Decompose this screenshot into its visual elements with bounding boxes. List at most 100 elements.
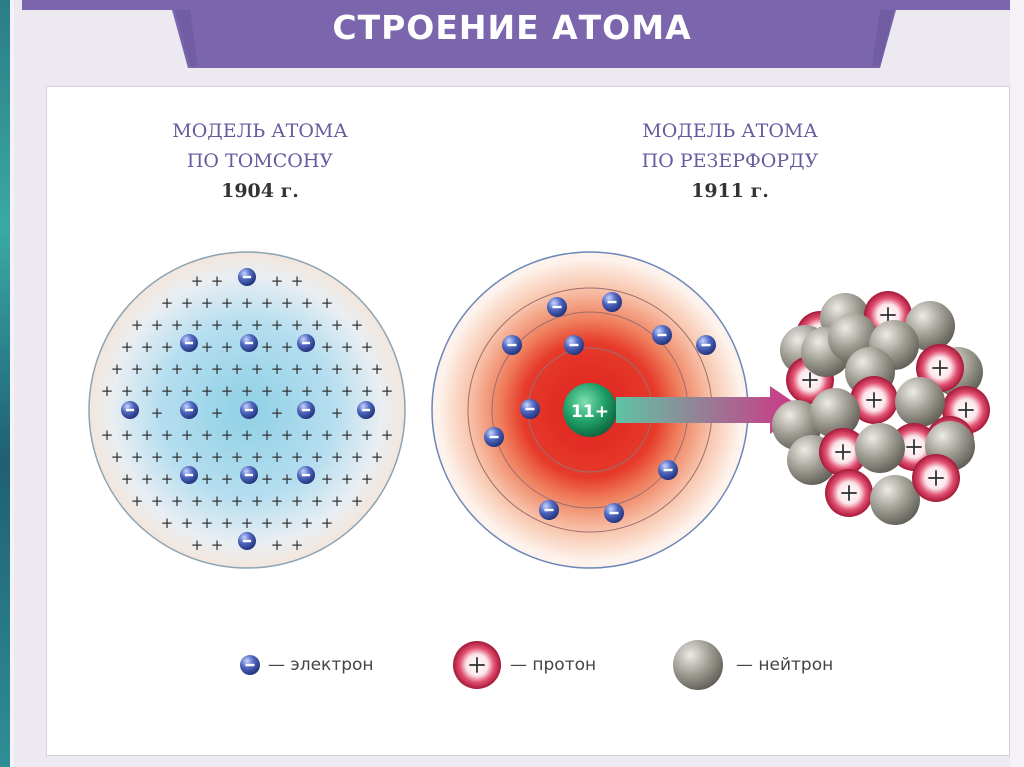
plus-charge: + [351,360,364,378]
plus-charge: + [291,492,304,510]
plus-charge: + [181,382,194,400]
plus-charge: + [351,492,364,510]
plus-charge: + [361,470,374,488]
electron [484,427,504,447]
plus-charge: + [201,294,214,312]
plus-charge: + [281,514,294,532]
enlarged-nucleus [772,291,990,525]
plus-charge: + [121,338,134,356]
plus-charge: + [311,448,324,466]
plus-charge: + [181,294,194,312]
electron [652,325,672,345]
electron [539,500,559,520]
neutron [673,640,723,690]
plus-charge: + [331,360,344,378]
plus-charge: + [321,338,334,356]
plus-charge: + [211,536,224,554]
plus-charge: + [341,426,354,444]
plus-charge: + [311,316,324,334]
plus-charge: + [121,470,134,488]
plus-charge: + [171,316,184,334]
electron [180,334,198,352]
plus-charge: + [161,514,174,532]
plus-charge: + [351,316,364,334]
plus-charge: + [341,470,354,488]
plus-charge: + [271,492,284,510]
plus-charge: + [321,382,334,400]
plus-charge: + [151,404,164,422]
page-title: СТРОЕНИЕ АТОМА [332,8,692,47]
plus-charge: + [301,294,314,312]
electron [180,466,198,484]
plus-charge: + [301,382,314,400]
plus-charge: + [191,536,204,554]
thomson-electrons [121,268,375,550]
plus-charge: + [321,426,334,444]
plus-charge: + [321,294,334,312]
plus-charge: + [261,294,274,312]
plus-charge: + [161,338,174,356]
plus-charge: + [351,448,364,466]
plus-charge: + [341,338,354,356]
plus-charge: + [161,426,174,444]
legend-neutron-icon [673,640,723,690]
plus-charge: + [261,382,274,400]
plus-charge: + [221,294,234,312]
plus-charge: + [371,448,384,466]
thomson-caption-line2: ПО ТОМСОНУ [186,150,334,172]
electron [238,268,256,286]
plus-charge: + [241,382,254,400]
legend-electron-label: — электрон [268,655,374,675]
plus-charge: + [281,470,294,488]
electron [297,401,315,419]
plus-charge: + [201,514,214,532]
neutron [870,475,920,525]
plus-charge: + [331,492,344,510]
plus-charge: + [211,448,224,466]
plus-charge: + [271,360,284,378]
rutherford-year: 1911 г. [691,180,769,202]
legend [240,640,723,690]
plus-charge: + [241,294,254,312]
plus-charge: + [161,470,174,488]
electron [240,466,258,484]
plus-charge: + [151,448,164,466]
plus-charge: + [231,360,244,378]
plus-charge: + [111,360,124,378]
plus-charge: + [221,470,234,488]
plus-charge: + [101,382,114,400]
plus-charge: + [231,492,244,510]
electron [520,399,540,419]
plus-charge: + [381,426,394,444]
electron [238,532,256,550]
plus-charge: + [191,492,204,510]
plus-charge: + [221,426,234,444]
plus-charge: + [161,294,174,312]
plus-charge: + [261,470,274,488]
plus-charge: + [201,470,214,488]
legend-neutron-label: — нейтрон [736,655,834,675]
plus-charge: + [101,426,114,444]
plus-charge: + [211,316,224,334]
plus-charge: + [271,272,284,290]
electron [502,335,522,355]
plus-charge: + [141,426,154,444]
plus-charge: + [181,514,194,532]
plus-charge: + [211,272,224,290]
neutron [810,388,860,438]
plus-charge: + [141,470,154,488]
rutherford-caption-line2: ПО РЕЗЕРФОРДУ [641,150,819,172]
plus-charge: + [111,448,124,466]
plus-charge: + [251,448,264,466]
plus-charge: + [381,382,394,400]
plus-charge: + [131,492,144,510]
plus-charge: + [371,360,384,378]
thomson-year: 1904 г. [221,180,299,202]
proton [825,469,873,517]
plus-charge: + [291,360,304,378]
plus-charge: + [131,316,144,334]
plus-charge: + [231,316,244,334]
plus-charge: + [191,316,204,334]
plus-charge: + [151,492,164,510]
